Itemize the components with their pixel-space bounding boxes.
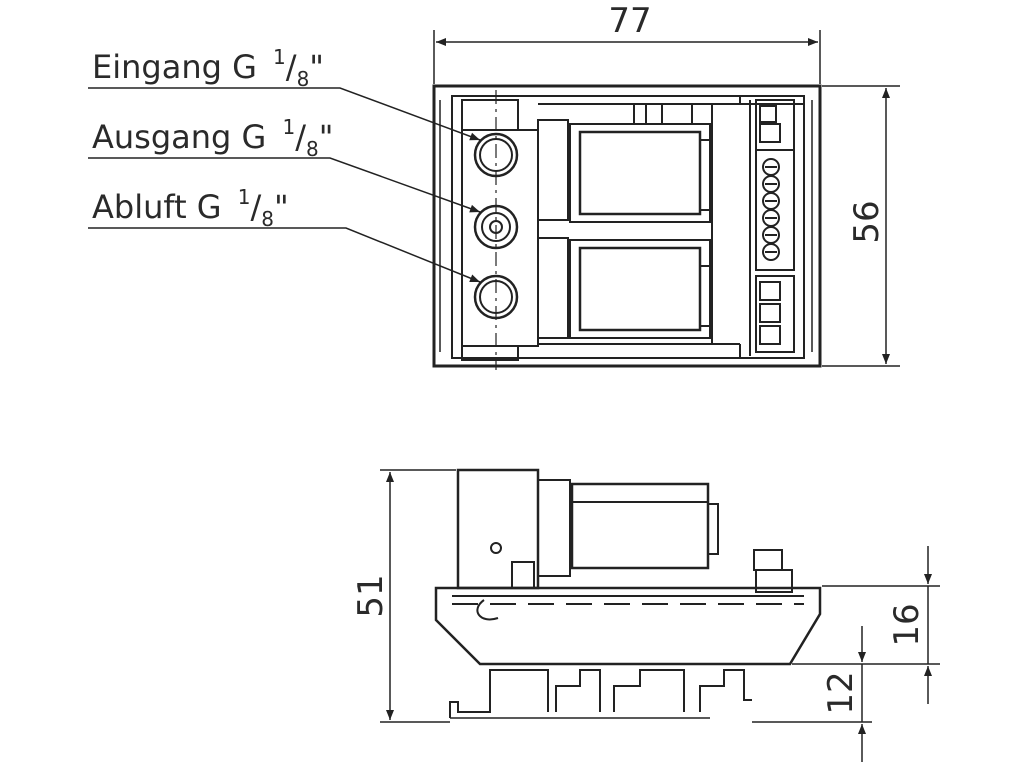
terminal-block (755, 99, 795, 353)
solenoid-coil-upper (569, 123, 713, 223)
base-height-dimension: 16 (792, 546, 940, 704)
dimension-top-height: 56 (847, 200, 887, 243)
dimension-rail-height: 12 (821, 671, 861, 714)
dimension-top-width: 77 (608, 1, 651, 41)
top-view (432, 84, 822, 370)
side-view (434, 468, 822, 719)
side-valve-body (456, 468, 540, 590)
callout-leaders (88, 87, 481, 283)
dimension-base-height: 16 (887, 603, 927, 646)
callout-outlet: Ausgang G 1/8" (92, 115, 333, 161)
top-width-dimension: 77 (433, 1, 821, 84)
top-view-inner-frame (451, 95, 805, 359)
side-solenoid-coil (570, 482, 710, 570)
top-height-dimension: 56 (822, 85, 900, 367)
top-view-outer-frame (432, 84, 822, 368)
side-height-dimension: 51 (351, 469, 456, 723)
callout-exhaust: Abluft G 1/8" (92, 185, 289, 231)
side-din-rail (449, 669, 752, 718)
callout-inlet: Eingang G 1/8" (92, 45, 324, 91)
connection-block (461, 129, 539, 347)
side-base-plate (434, 586, 822, 666)
dimension-side-height: 51 (351, 574, 391, 617)
rail-height-dimension: 12 (752, 626, 872, 762)
solenoid-coil-lower (569, 239, 713, 339)
